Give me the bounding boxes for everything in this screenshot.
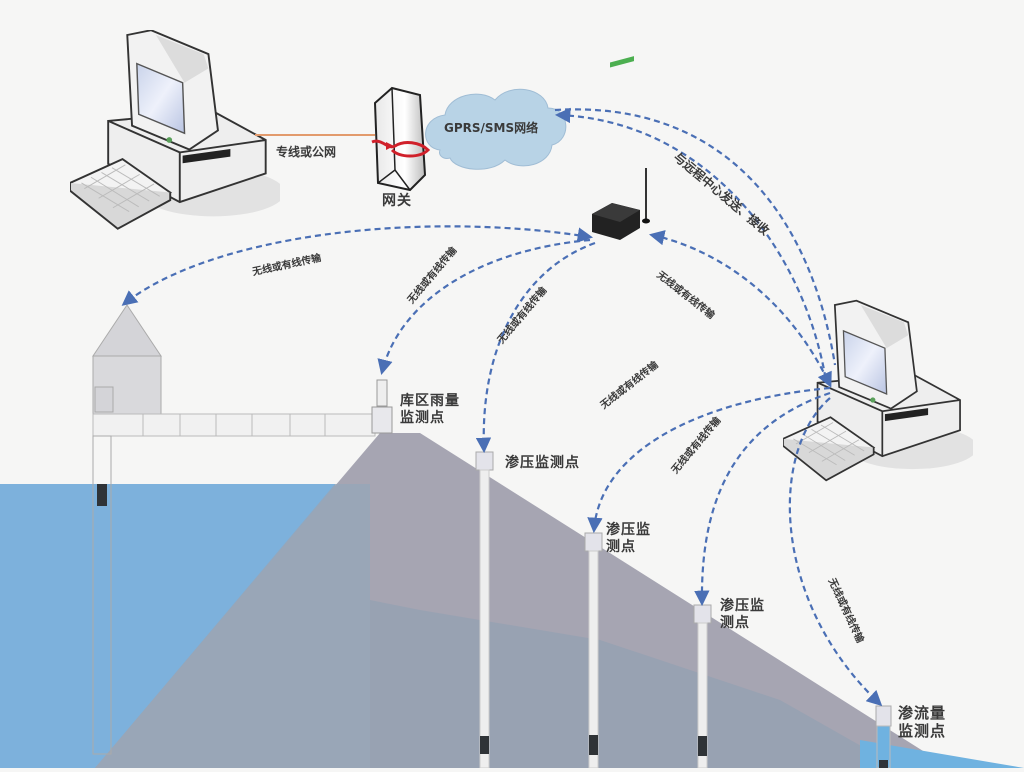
station-label-rain: 库区雨量 监测点 [400,393,460,426]
seepage-weir [875,705,892,769]
water-level-sensor [97,484,107,506]
link-rtu-remote [648,230,832,388]
station-label-seepage: 渗流量 监测点 [898,704,947,740]
station-label-piezo2: 渗压监 测点 [606,522,651,555]
wired-link-label: 专线或公网 [276,145,337,159]
station-label-piezo3: 渗压监 测点 [720,598,765,631]
link-network-remote-a [554,107,827,376]
link-rtu-piezo1 [475,241,596,454]
link-remote-seepage [788,397,883,707]
link-remote-piezo2 [587,386,831,534]
link-rtu-gatehouse [121,225,594,306]
seepage-line-zone [370,600,900,768]
gatehouse [92,304,376,755]
rain-gauge [376,379,388,407]
gateway-label: 网关 [382,193,412,209]
server-tower-icon[interactable] [371,86,431,192]
link-network-remote-b [554,108,837,366]
piezometer-1 [475,451,494,769]
station-label-piezo1: 渗压监测点 [505,455,580,471]
network-label: GPRS/SMS网络 [444,121,539,135]
link-remote-piezo3 [694,391,831,607]
link-rtu-rain [377,238,591,375]
rtu-antenna-icon[interactable] [592,56,650,240]
downstream-water [860,740,1024,768]
computer-icon[interactable] [70,30,285,230]
